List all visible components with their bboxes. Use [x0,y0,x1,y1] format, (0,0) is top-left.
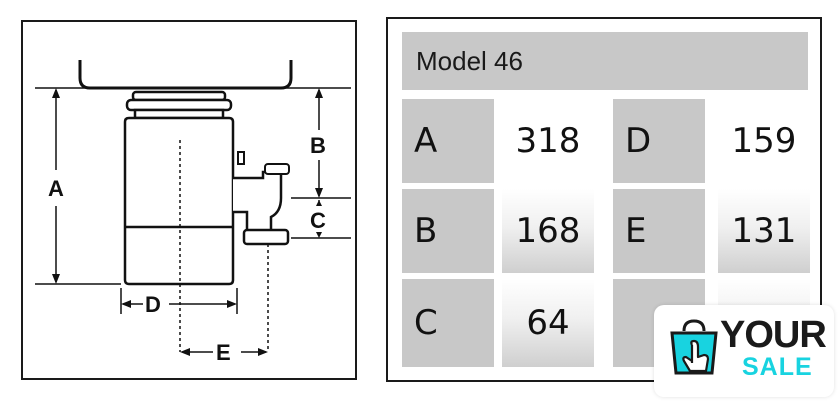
key-cell-a: A [402,99,494,183]
key-cell-c: C [402,279,494,367]
dim-label-c: C [310,208,326,233]
dim-label-b: B [310,133,326,158]
dim-label-a: A [48,176,64,201]
outlet-cap [264,163,290,175]
logo-word-sale: SALE [742,353,813,381]
logo-word-your: YOUR [720,314,827,356]
key-cell-b: B [402,189,494,273]
sink-bowl [78,60,293,90]
your-sale-logo: YOUR SALE [654,305,834,397]
key-cell-e: E [613,189,705,273]
dim-b-arrow [315,188,323,198]
outlet-pipe [233,170,283,234]
disposer-body [123,116,235,286]
value-cell-e: 131 [718,189,810,273]
dim-b-arrow [315,88,323,98]
key-cell-d: D [613,99,705,183]
flange-ring [125,98,233,112]
value-cell-d: 159 [718,99,810,183]
dim-e-arrow [180,348,190,356]
dimension-diagram: A B C D E [21,20,357,380]
dim-a-arrow [52,88,60,98]
dim-c-label-bg [307,206,331,232]
model-title: Model 46 [402,32,808,90]
dim-e-arrow [258,348,268,356]
dim-label-d: D [145,292,161,317]
outlet-nut [242,228,290,246]
dim-d-arrow [121,300,131,308]
value-cell-b: 168 [502,189,594,273]
shopping-bag-icon [670,319,718,375]
value-cell-a: 318 [502,99,594,183]
dim-d-arrow [227,300,237,308]
dim-label-e: E [216,340,231,365]
dim-a-arrow [52,274,60,284]
value-cell-c: 64 [502,279,594,367]
disposer-drawing: A B C D E [35,60,351,365]
body-tab [237,151,245,165]
